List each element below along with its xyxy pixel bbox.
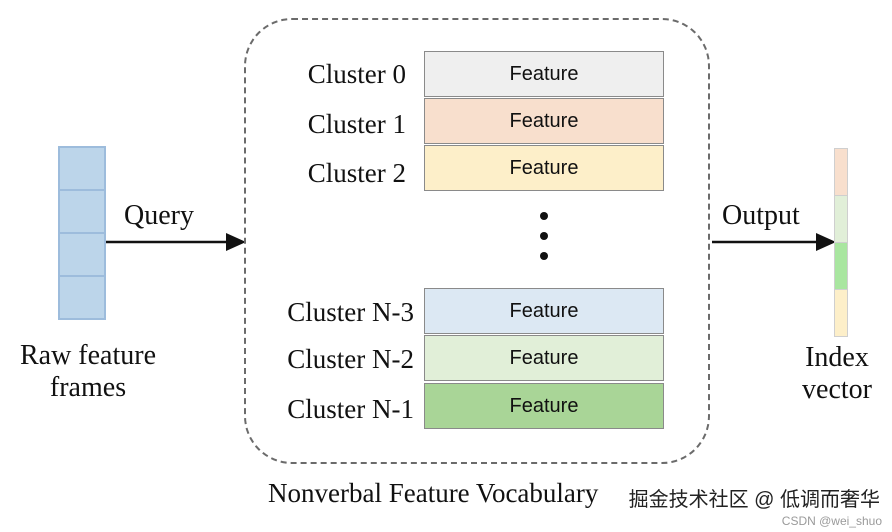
watermark-text: 掘金技术社区 @ 低调而奢华 bbox=[628, 489, 880, 511]
feature-text: Feature bbox=[509, 346, 579, 369]
vertical-ellipsis bbox=[536, 204, 552, 260]
frame-cell bbox=[58, 146, 106, 191]
output-label-line2: vector bbox=[802, 374, 872, 405]
query-arrow bbox=[106, 233, 246, 251]
frame-cell bbox=[58, 189, 106, 234]
cluster-n3-feature: Feature bbox=[424, 288, 664, 334]
vector-cell bbox=[834, 195, 848, 243]
cluster-0-label: Cluster 0 bbox=[307, 59, 406, 89]
query-label: Query bbox=[124, 200, 194, 231]
frame-cell bbox=[58, 232, 106, 277]
output-arrow bbox=[712, 233, 836, 251]
feature-text: Feature bbox=[509, 62, 579, 85]
output-vector-label: Index vector bbox=[782, 342, 892, 406]
cluster-0-feature: Feature bbox=[424, 51, 664, 97]
input-label-line1: Raw feature bbox=[19, 340, 157, 371]
vocabulary-title: Nonverbal Feature Vocabulary bbox=[268, 478, 599, 508]
cluster-n2-label: Cluster N-2 bbox=[287, 344, 414, 374]
feature-text: Feature bbox=[509, 299, 579, 322]
input-label: Raw feature frames bbox=[8, 340, 168, 404]
feature-vocabulary-container bbox=[244, 18, 710, 464]
output-label-line1: Index bbox=[805, 342, 869, 373]
cluster-n1-label: Cluster N-1 bbox=[287, 394, 414, 424]
index-vector-strip bbox=[834, 148, 848, 337]
raw-feature-frames-strip bbox=[58, 146, 106, 320]
feature-text: Feature bbox=[509, 156, 579, 179]
cluster-2-label: Cluster 2 bbox=[307, 158, 406, 188]
frame-cell bbox=[58, 275, 106, 320]
cluster-1-feature: Feature bbox=[424, 98, 664, 144]
input-label-line2: frames bbox=[49, 372, 127, 403]
vector-cell bbox=[834, 242, 848, 290]
cluster-1-label: Cluster 1 bbox=[307, 109, 406, 139]
output-label: Output bbox=[722, 200, 800, 231]
cluster-n3-label: Cluster N-3 bbox=[287, 297, 414, 327]
feature-text: Feature bbox=[509, 394, 579, 417]
vector-cell bbox=[834, 148, 848, 196]
cluster-n1-feature: Feature bbox=[424, 383, 664, 429]
cluster-2-feature: Feature bbox=[424, 145, 664, 191]
cluster-n2-feature: Feature bbox=[424, 335, 664, 381]
feature-text: Feature bbox=[509, 109, 579, 132]
vector-cell bbox=[834, 289, 848, 337]
watermark-subtext: CSDN @wei_shuo bbox=[781, 514, 882, 528]
